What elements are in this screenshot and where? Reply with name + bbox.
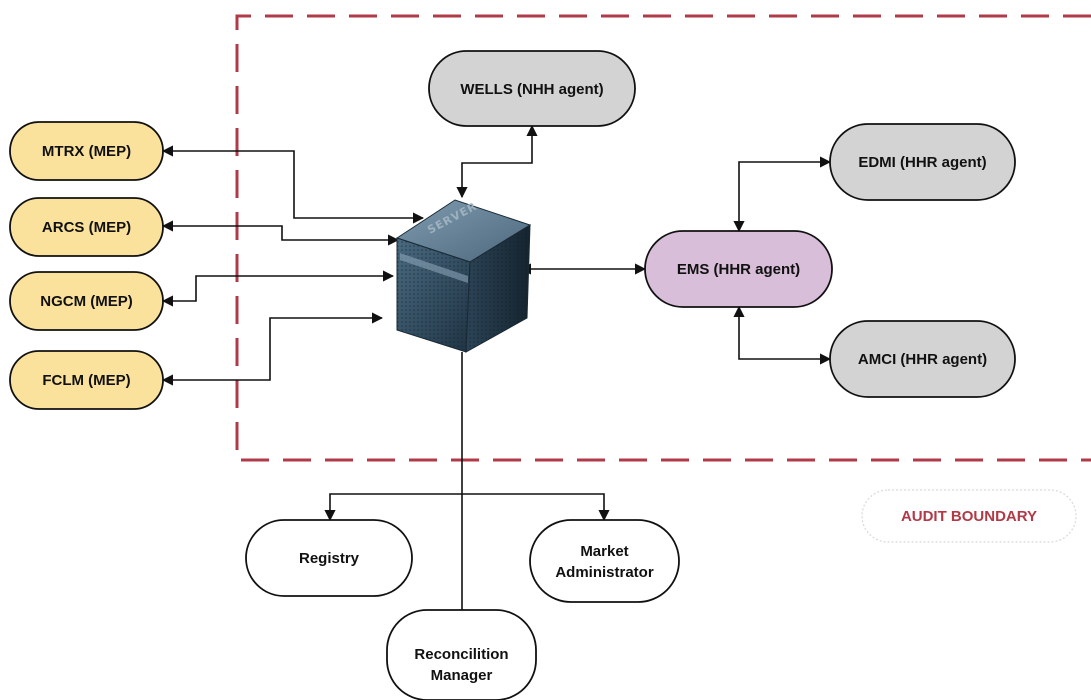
node-ngcm[interactable]: NGCM (MEP) <box>9 271 164 331</box>
node-amci-label: AMCI (HHR agent) <box>858 351 987 368</box>
node-fclm[interactable]: FCLM (MEP) <box>9 350 164 410</box>
connector-mtrx <box>161 145 425 224</box>
node-arcs-label: ARCS (MEP) <box>42 219 131 236</box>
node-ems-label: EMS (HHR agent) <box>677 261 800 278</box>
node-ems[interactable]: EMS (HHR agent) <box>644 230 833 308</box>
node-wells[interactable]: WELLS (NHH agent) <box>428 50 636 127</box>
connector-wells <box>456 124 538 199</box>
node-wells-label: WELLS (NHH agent) <box>460 81 603 98</box>
node-market-admin[interactable]: Market Administrator <box>529 519 680 603</box>
node-reconciliation[interactable]: Reconcilition Manager <box>386 609 537 700</box>
connector-fclm <box>161 312 384 386</box>
node-ngcm-label: NGCM (MEP) <box>40 293 133 310</box>
node-arcs[interactable]: ARCS (MEP) <box>9 197 164 257</box>
node-mtrx-label: MTRX (MEP) <box>42 143 131 160</box>
connector-ngcm <box>161 270 395 307</box>
node-amci[interactable]: AMCI (HHR agent) <box>829 320 1016 398</box>
node-reconciliation-label-1: Reconcilition <box>414 646 508 663</box>
connector-arcs <box>161 220 400 246</box>
node-fclm-label: FCLM (MEP) <box>42 372 130 389</box>
node-registry-label: Registry <box>299 550 360 567</box>
connector-registry <box>324 493 462 522</box>
connector-edmi <box>733 156 832 233</box>
audit-boundary-badge: AUDIT BOUNDARY <box>861 489 1077 543</box>
node-market-admin-label-2: Administrator <box>555 564 654 581</box>
node-market-admin-label-1: Market <box>580 543 628 560</box>
node-edmi[interactable]: EDMI (HHR agent) <box>829 123 1016 201</box>
connectors <box>161 124 832 684</box>
node-mtrx[interactable]: MTRX (MEP) <box>9 121 164 181</box>
node-edmi-label: EDMI (HHR agent) <box>858 154 986 171</box>
audit-boundary-label: AUDIT BOUNDARY <box>901 508 1037 525</box>
connector-amci <box>733 305 832 365</box>
node-registry[interactable]: Registry <box>245 519 413 597</box>
connector-market-admin <box>462 493 610 522</box>
server-icon[interactable]: SERVER <box>395 199 532 353</box>
node-reconciliation-label-2: Manager <box>431 667 493 684</box>
